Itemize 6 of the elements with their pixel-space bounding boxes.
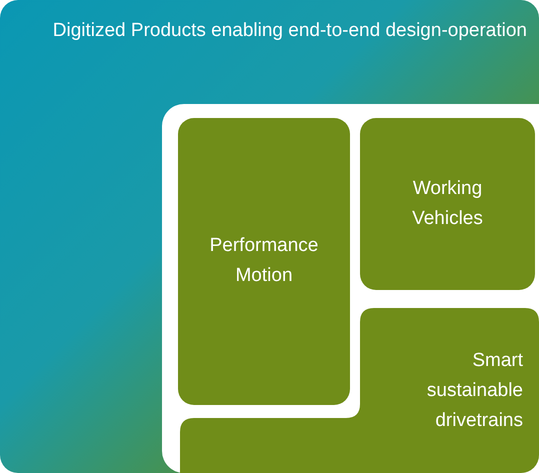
category-box	[178, 118, 350, 405]
title: Digitized Products enabling end-to-end design-operation	[52, 19, 527, 43]
category-label: Smart sustainable drivetrains	[426, 349, 523, 433]
category-label: Working Vehicles	[411, 177, 484, 231]
category-box	[360, 118, 535, 290]
category-label: Performance Motion	[208, 234, 320, 288]
